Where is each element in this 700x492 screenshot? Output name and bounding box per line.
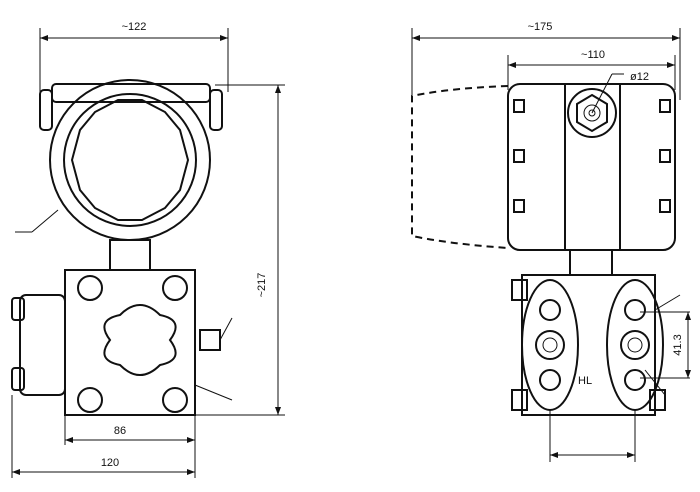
- dim-housing-depth-label: ~110: [581, 49, 605, 61]
- side-view: ~175 ~110 ø12: [411, 21, 691, 462]
- dim-height-label: ~217: [256, 273, 268, 298]
- neck: [109, 239, 151, 271]
- electronics-housing: [15, 79, 223, 241]
- side-process-body: [511, 274, 681, 416]
- side-housing: [507, 73, 676, 251]
- dim-flange-width-label: 86: [114, 425, 126, 437]
- dim-port-spacing-label: 41.3: [672, 334, 684, 355]
- dim-nut-diameter-label: ø12: [630, 71, 649, 83]
- port-label: HL: [578, 375, 592, 387]
- side-neck: [569, 249, 613, 276]
- dim-total-depth-label: ~175: [528, 21, 553, 33]
- process-body: [11, 269, 233, 416]
- dim-width-top-label: ~122: [122, 21, 147, 33]
- front-view: ~122 ~217: [11, 21, 285, 478]
- cover-outline-dashed: [411, 85, 509, 249]
- dim-total-width-label: 120: [101, 457, 119, 469]
